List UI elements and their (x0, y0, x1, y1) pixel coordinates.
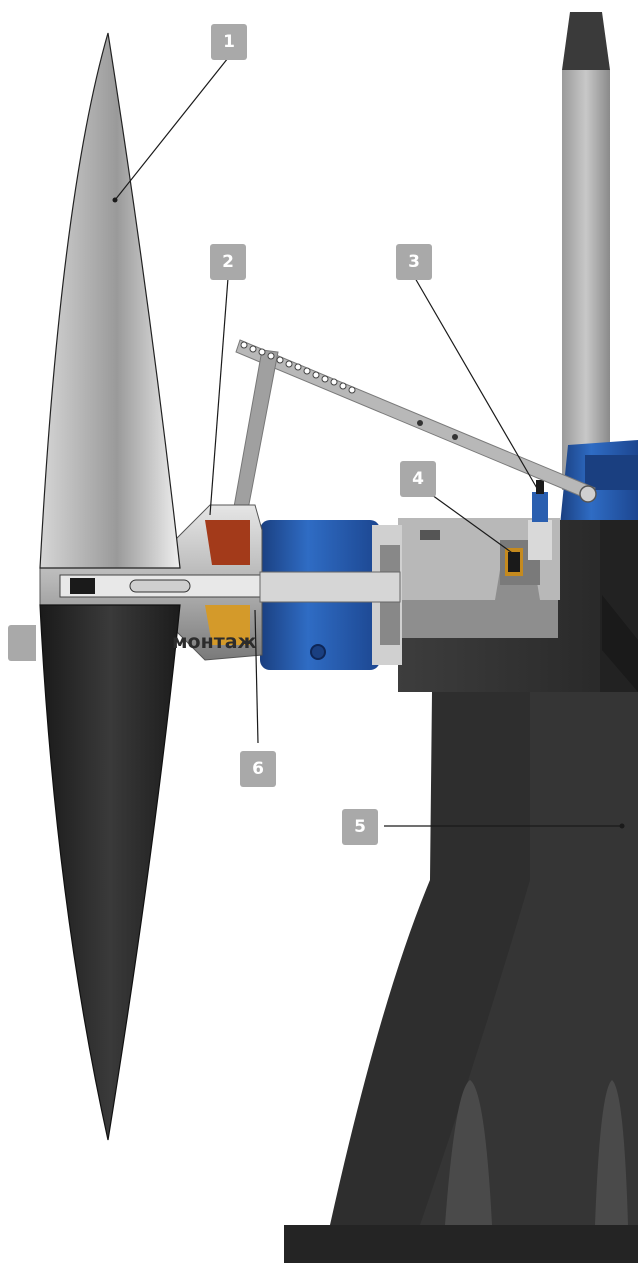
leader-line-6 (254, 609, 259, 744)
stern-frame (284, 520, 638, 1263)
shaft-tube (398, 480, 560, 638)
leader-line-4 (431, 494, 516, 556)
propeller-blade-upper (39, 32, 181, 569)
callout-3: 3 (396, 244, 432, 280)
assembly-label-tab[interactable]: монтаж (8, 625, 263, 661)
propeller-hub (39, 504, 401, 661)
callout-1: 1 (211, 24, 247, 60)
assembly-tab-stub (8, 625, 36, 661)
leader-line-2 (209, 277, 229, 516)
leader-line-1 (114, 57, 229, 201)
callout-2: 2 (210, 244, 246, 280)
rudder-stock (562, 12, 610, 490)
propeller-blade-lower (39, 604, 181, 1141)
leader-dots (112, 197, 625, 829)
callout-4: 4 (400, 461, 436, 497)
leader-lines (114, 57, 622, 827)
steering-gear-housing (560, 440, 638, 525)
assembly-tab-label: монтаж (172, 631, 257, 653)
lever-adjustment-holes (240, 341, 356, 394)
callout-5: 5 (342, 809, 378, 845)
callout-6: 6 (240, 751, 276, 787)
leader-line-3 (414, 277, 539, 491)
